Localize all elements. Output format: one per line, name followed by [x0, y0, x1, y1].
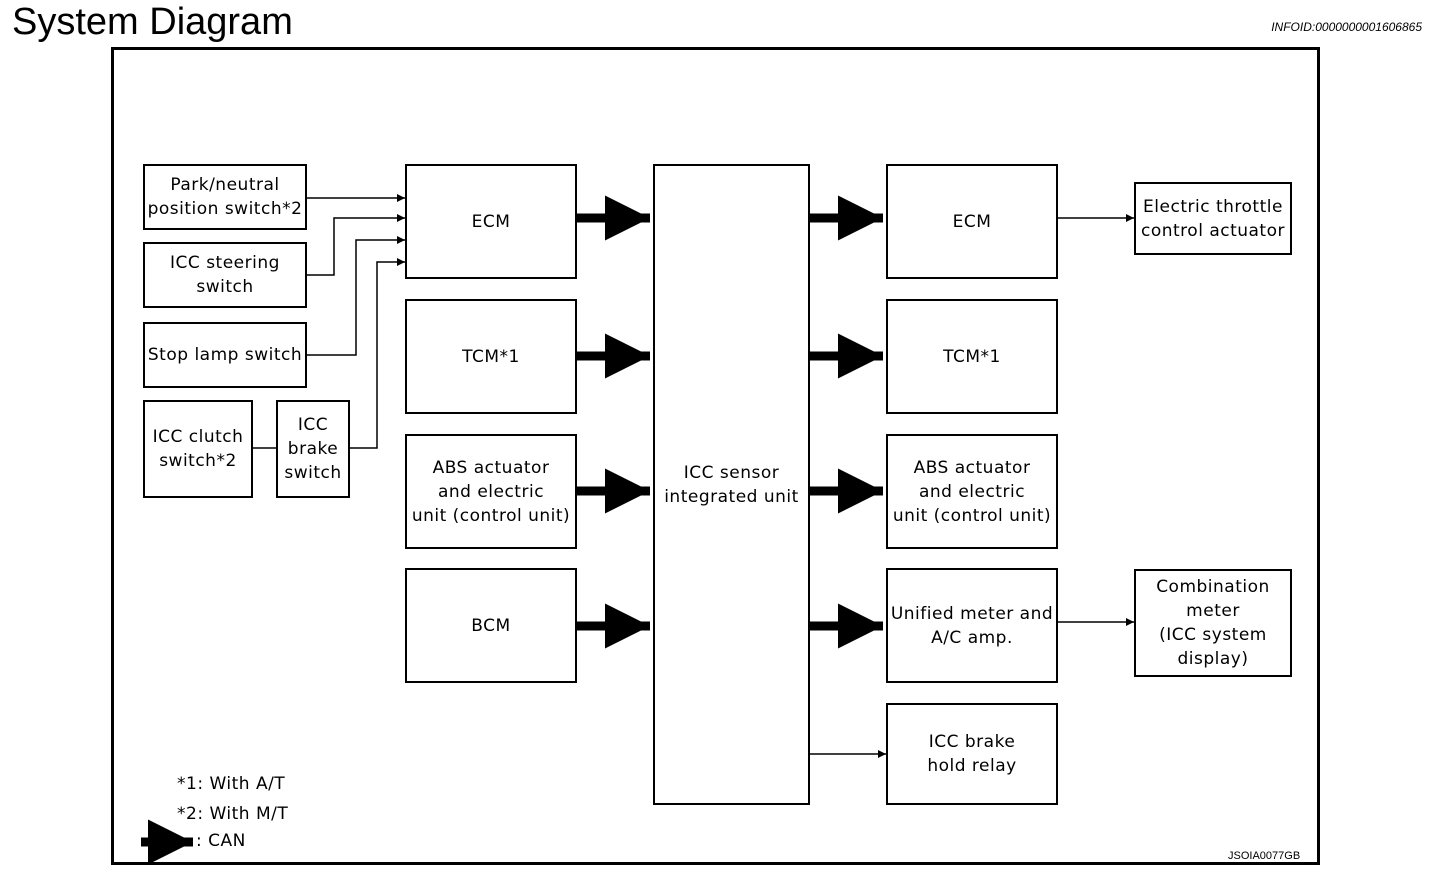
unified-meter-block: Unified meter and A/C amp.	[886, 568, 1058, 683]
icc-brake-switch-block: ICC brake switch	[276, 400, 350, 498]
park-neutral-switch-block: Park/neutral position switch*2	[143, 164, 307, 230]
combination-meter-block: Combination meter (ICC system display)	[1134, 569, 1292, 677]
tcm-output-block: TCM*1	[886, 299, 1058, 414]
info-id: INFOID:0000000001606865	[1271, 20, 1422, 34]
ecm-output-block: ECM	[886, 164, 1058, 279]
icc-sensor-integrated-unit: ICC sensor integrated unit	[653, 164, 810, 805]
ecm-input-block: ECM	[405, 164, 577, 279]
icc-brake-hold-relay-block: ICC brake hold relay	[886, 703, 1058, 805]
diagram-frame	[111, 47, 1320, 865]
legend-note-1: *1: With A/T	[177, 774, 286, 794]
icc-steering-switch-block: ICC steering switch	[143, 242, 307, 308]
legend-can: : CAN	[196, 831, 246, 851]
legend-note-2: *2: With M/T	[177, 804, 289, 824]
line-steering-to-ecm	[306, 214, 405, 276]
abs-input-block: ABS actuator and electric unit (control …	[405, 434, 577, 549]
page-title: System Diagram	[12, 1, 293, 43]
line-stop-lamp-to-ecm	[306, 236, 405, 356]
electric-throttle-actuator-block: Electric throttle control actuator	[1134, 182, 1292, 255]
abs-output-block: ABS actuator and electric unit (control …	[886, 434, 1058, 549]
line-brake-switch-to-ecm	[350, 258, 405, 449]
tcm-input-block: TCM*1	[405, 299, 577, 414]
stop-lamp-switch-block: Stop lamp switch	[143, 322, 307, 388]
bcm-block: BCM	[405, 568, 577, 683]
figure-code: JSOIA0077GB	[1228, 850, 1301, 862]
icc-clutch-switch-block: ICC clutch switch*2	[143, 400, 253, 498]
